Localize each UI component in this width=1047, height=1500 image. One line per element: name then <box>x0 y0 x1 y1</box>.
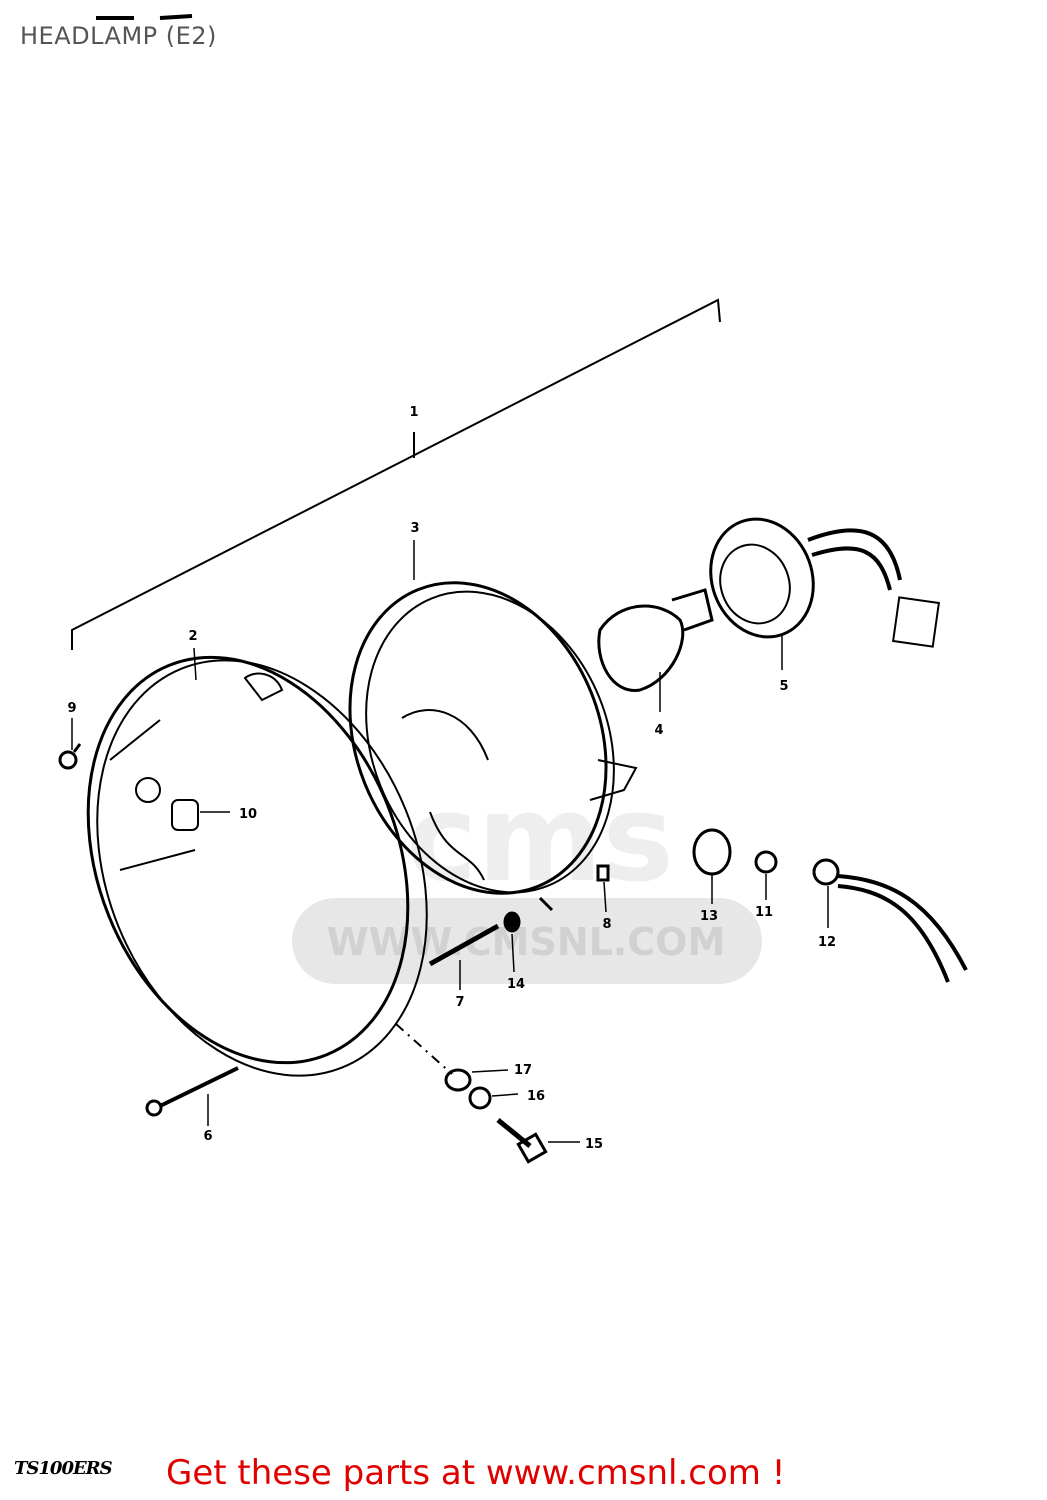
callout-6: 6 <box>203 1129 212 1144</box>
page-title: HEADLAMP (E2) <box>20 22 217 50</box>
watermark: WWW.CMSNL.COM cms <box>292 770 762 984</box>
assembly-bracket <box>71 298 721 650</box>
top-marks <box>96 14 193 20</box>
call-to-action-link[interactable]: Get these parts at www.cmsnl.com ! <box>166 1453 786 1493</box>
callout-11: 11 <box>755 905 773 920</box>
callout-8: 8 <box>602 917 611 932</box>
headlamp-lens <box>348 581 638 912</box>
callout-17: 17 <box>514 1063 532 1078</box>
callout-9: 9 <box>67 701 76 716</box>
callout-7: 7 <box>455 995 464 1010</box>
callout-12: 12 <box>818 935 836 950</box>
model-code: TS100ERS <box>14 1458 113 1479</box>
headlamp-bulb <box>597 588 714 692</box>
callout-16: 16 <box>527 1089 545 1104</box>
watermark-text: WWW.CMSNL.COM <box>327 920 726 964</box>
callout-13: 13 <box>700 909 718 924</box>
callout-14: 14 <box>507 977 525 992</box>
callout-15: 15 <box>585 1137 603 1152</box>
callouts: 1 2 3 4 5 6 7 8 9 10 11 12 13 14 15 16 1… <box>67 405 836 1152</box>
callout-10: 10 <box>239 807 257 822</box>
callout-1: 1 <box>409 405 418 420</box>
callout-4: 4 <box>654 723 663 738</box>
callout-5: 5 <box>779 679 788 694</box>
callout-3: 3 <box>410 521 419 536</box>
bulb-socket <box>709 517 940 648</box>
leader-lines <box>71 540 829 1143</box>
small-parts <box>58 743 968 1164</box>
callout-2: 2 <box>188 629 197 644</box>
headlamp-housing <box>86 655 428 1077</box>
